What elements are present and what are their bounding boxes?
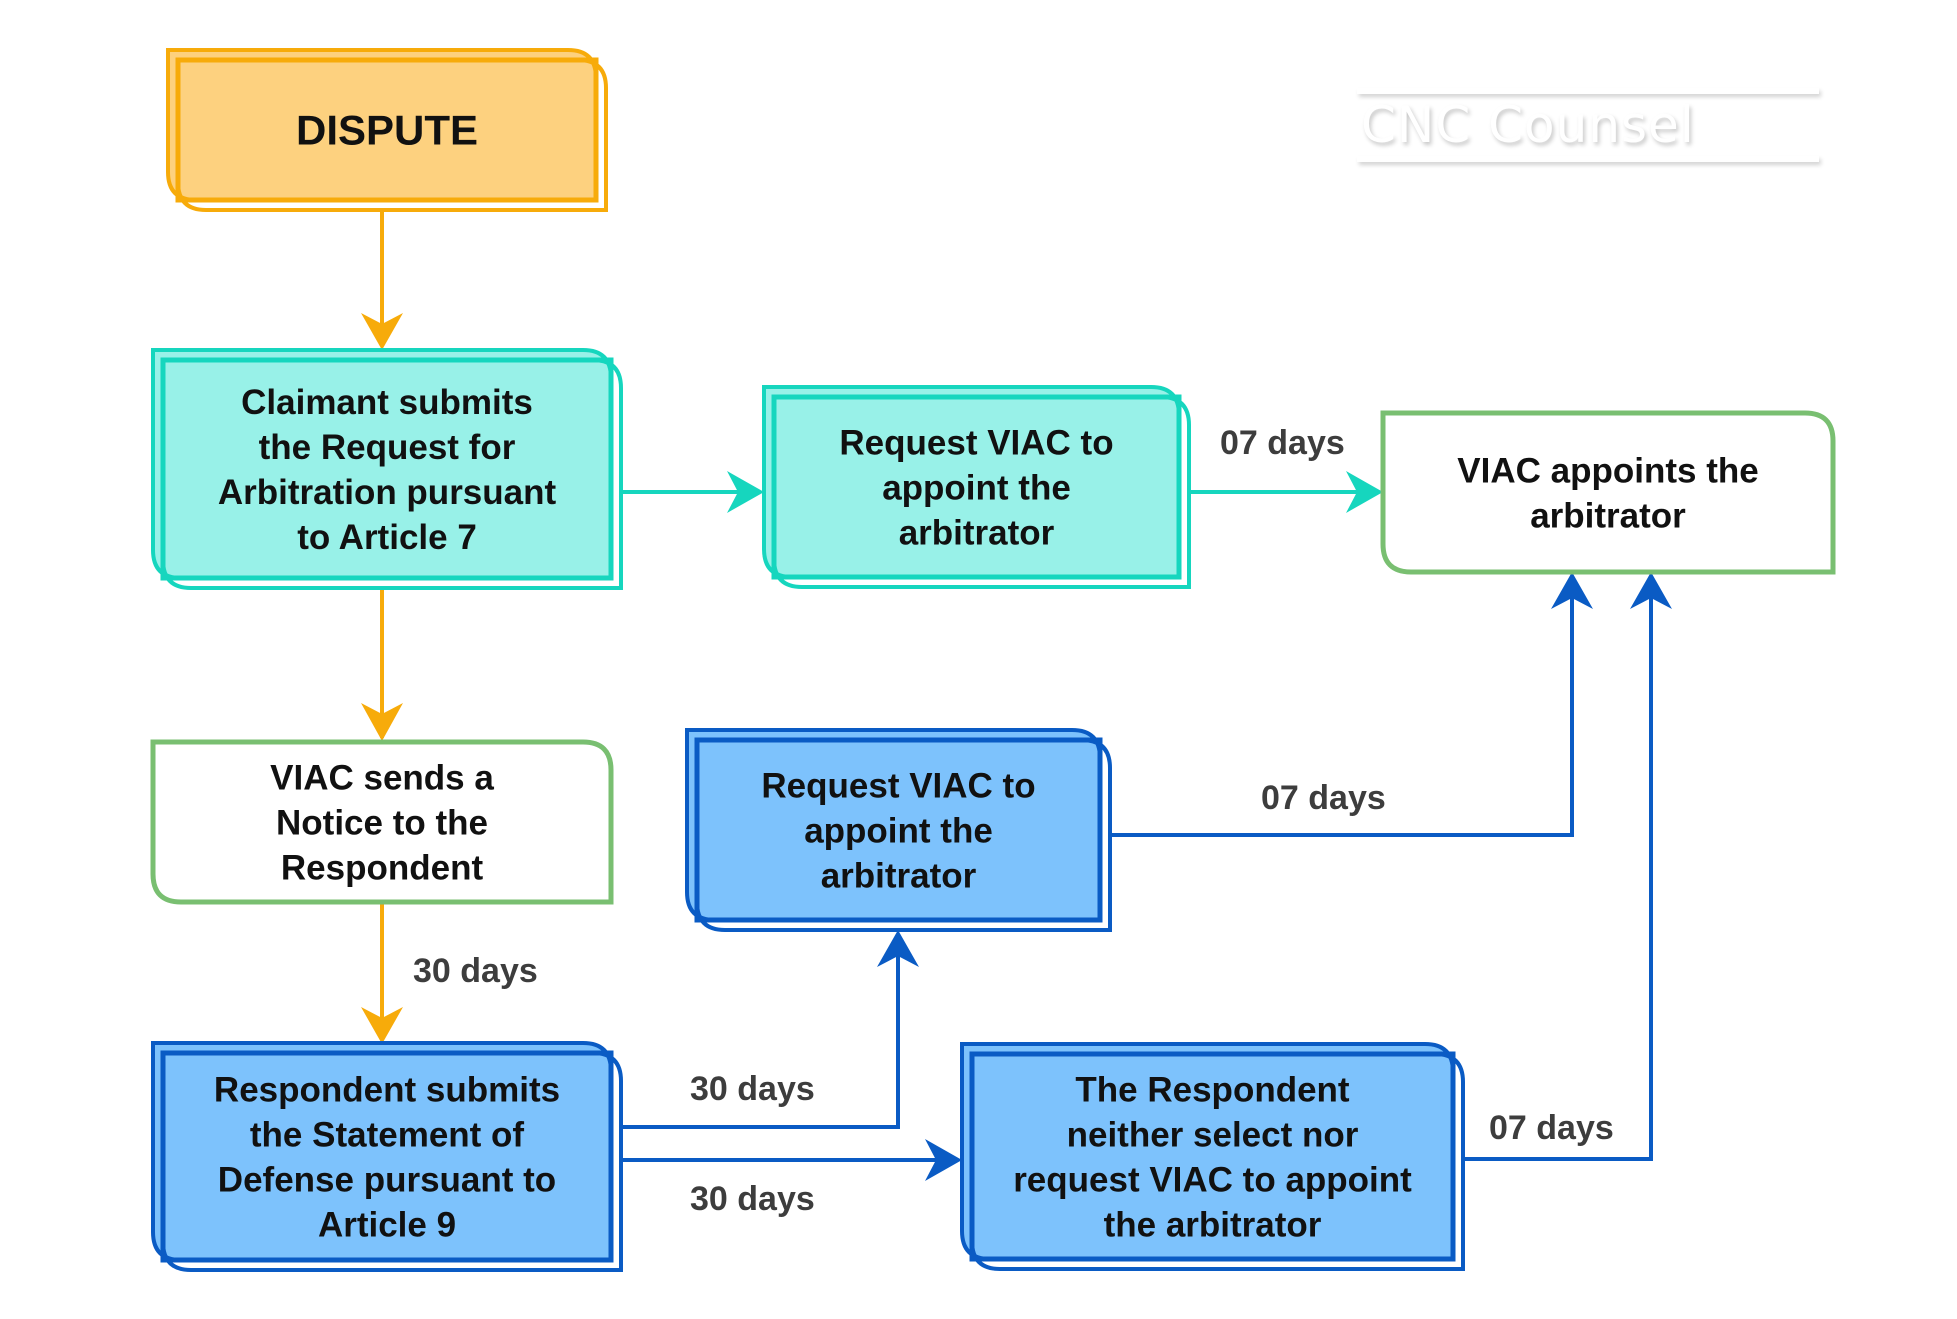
node-text-line: Respondent submits — [214, 1070, 560, 1109]
edge-neither-to-appoint — [1463, 576, 1653, 1161]
node-claimant: Claimant submits the Request forArbitrati… — [151, 348, 623, 590]
watermark-text: CNC Counsel — [1361, 96, 1695, 154]
arrowhead-down-icon — [361, 1007, 403, 1044]
node-text-line: arbitrator — [1530, 496, 1686, 535]
node-text-line: Notice to the — [276, 803, 488, 842]
node-text-line: Arbitration pursuant — [218, 473, 557, 512]
node-inner-border — [694, 737, 1103, 923]
node-shape — [150, 739, 614, 905]
node-text-line: neither select nor — [1067, 1115, 1359, 1154]
node-text-line: Respondent — [281, 848, 484, 887]
edge-label-notice-to-defense: 30 days — [413, 952, 538, 990]
edge-label-defense-to-request: 30 days — [690, 1070, 815, 1108]
edge-defense-to-request — [621, 934, 900, 1129]
node-text-line: the Request for — [259, 428, 516, 467]
node-text-line: appoint the — [804, 811, 993, 850]
edge-labels: 07 days 30 days 30 days 30 days 07 days … — [413, 424, 1614, 1218]
node-text-line: Defense pursuant to — [218, 1160, 556, 1199]
node-text-line: The Respondent — [1075, 1070, 1350, 1109]
edge-label-resp-request-to-appoint: 07 days — [1261, 779, 1386, 817]
node-text-line: the Statement of — [250, 1115, 525, 1154]
arrowhead-down-icon — [361, 313, 403, 350]
node-text-line: DISPUTE — [296, 107, 478, 154]
node-text-line: request VIAC to appoint — [1013, 1160, 1412, 1199]
node-request-respondent: Request VIAC to appoint the arbitrator — [685, 728, 1112, 932]
arrowhead-up-icon — [1630, 572, 1672, 609]
node-text-line: arbitrator — [899, 513, 1055, 552]
node-request-claimant: Request VIAC to appoint the arbitrator — [762, 385, 1191, 589]
node-text-line: Claimant submits — [241, 383, 533, 422]
node-text-line: Request VIAC to — [761, 766, 1035, 805]
node-inner-border — [771, 394, 1182, 580]
node-text-line: VIAC sends a — [270, 758, 494, 797]
node-inner-border — [160, 1050, 614, 1263]
arrowhead-up-icon — [877, 930, 919, 967]
node-respondent-neither: The Respondent neither select nor request … — [960, 1042, 1465, 1271]
node-inner-border — [969, 1051, 1456, 1262]
edge-label-request-to-appoint: 07 days — [1220, 424, 1345, 462]
arrowhead-right-icon — [925, 1139, 962, 1181]
node-text-line: VIAC appoints the — [1457, 451, 1758, 490]
node-text-line: Request VIAC to — [839, 423, 1113, 462]
node-dispute: DISPUTE — [166, 48, 608, 212]
nodes: DISPUTE Claimant submits the Request forAr… — [150, 48, 1836, 1272]
watermark-line-top — [1357, 88, 1819, 94]
node-inner-border — [160, 357, 614, 581]
node-text-line: the arbitrator — [1104, 1205, 1322, 1244]
node-respondent-defense: Respondent submits the Statement of Defens… — [151, 1041, 623, 1272]
node-text-line: to Article 7 — [297, 518, 477, 557]
watermark-line-bottom — [1357, 156, 1819, 162]
node-text-line: Article 9 — [318, 1205, 456, 1244]
node-shape — [1380, 410, 1836, 575]
node-text-line: appoint the — [882, 468, 1071, 507]
edge-label-defense-to-neither: 30 days — [690, 1180, 815, 1218]
arrowhead-down-icon — [361, 703, 403, 741]
edge-label-neither-to-appoint: 07 days — [1489, 1109, 1614, 1147]
edges — [361, 210, 1672, 1181]
arrowhead-up-icon — [1551, 572, 1593, 609]
watermark-logo: CNC Counsel — [1357, 88, 1845, 166]
arrowhead-right-icon — [727, 471, 764, 513]
node-inner-border — [175, 57, 599, 203]
node-text-line: arbitrator — [821, 856, 977, 895]
arrowhead-right-icon — [1346, 471, 1383, 513]
node-viac-appoints: VIAC appoints the arbitrator — [1380, 410, 1836, 575]
edge-resp-request-to-appoint — [1110, 576, 1574, 837]
